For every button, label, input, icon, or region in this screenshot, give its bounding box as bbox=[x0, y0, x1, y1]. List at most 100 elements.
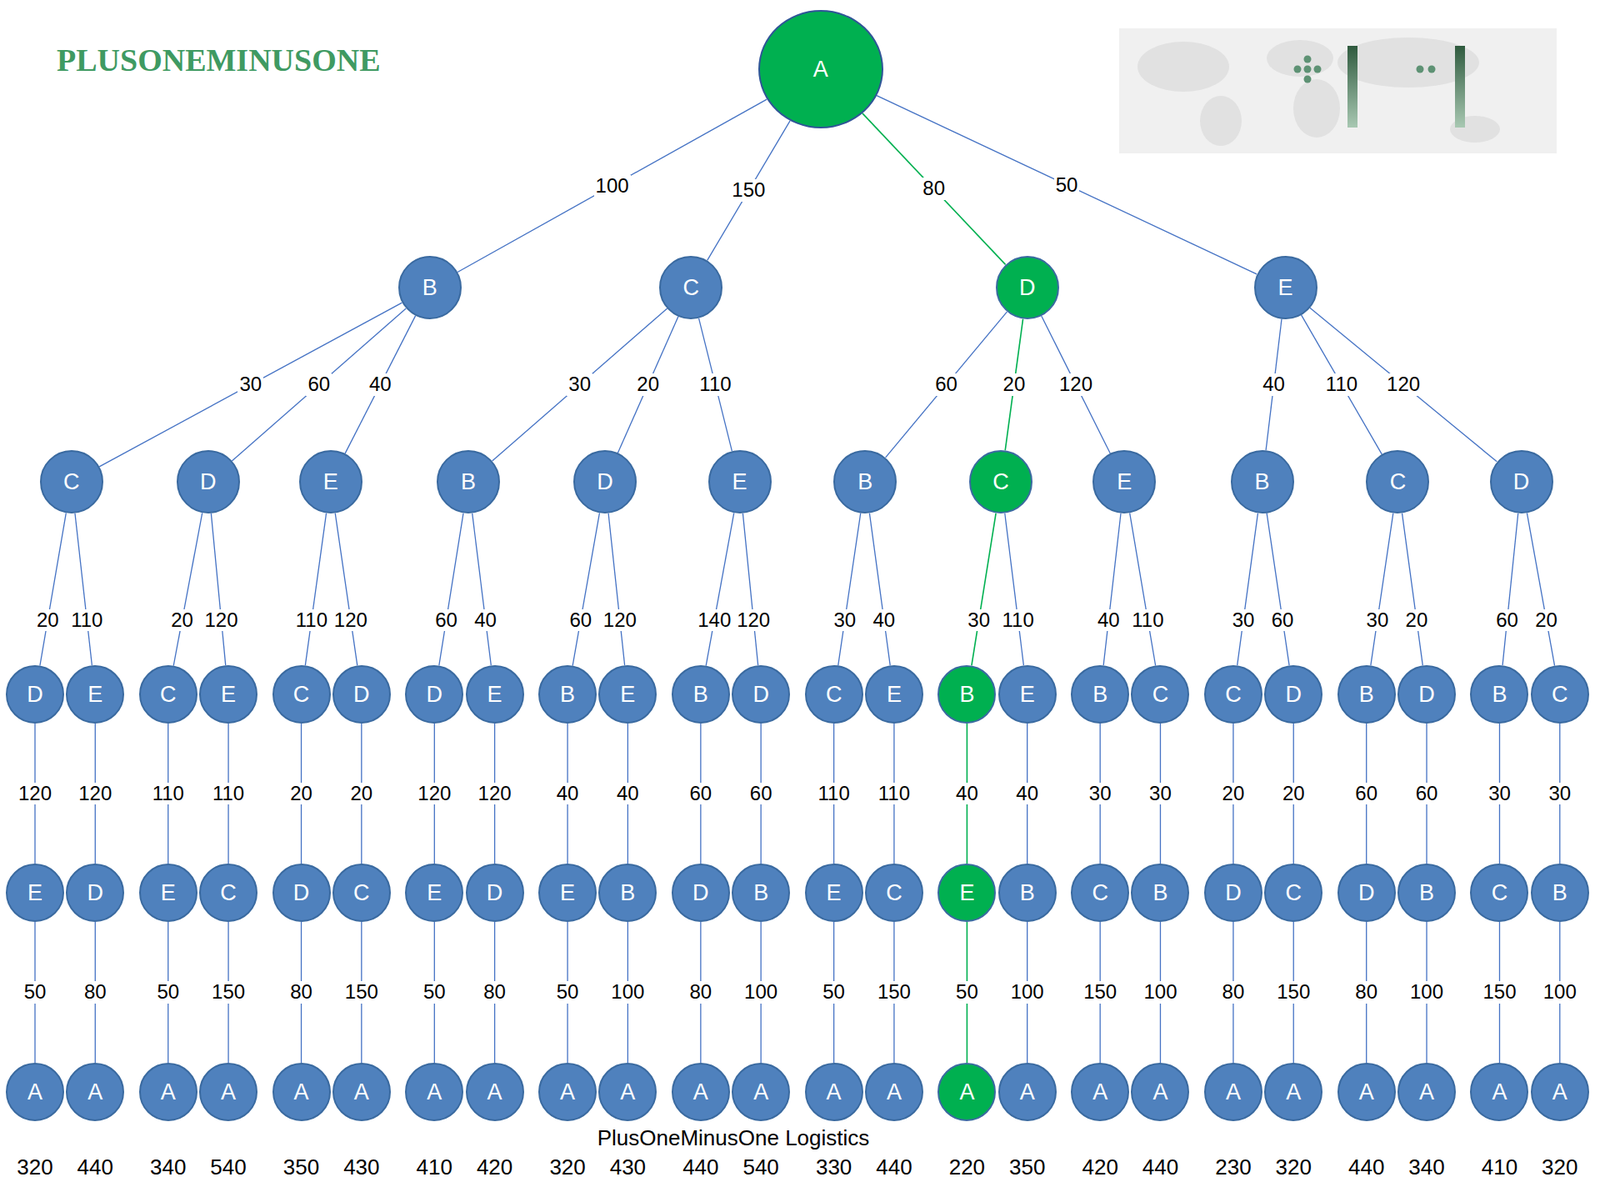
route-cost: 420 bbox=[475, 1155, 515, 1180]
edge-weight: 60 bbox=[1414, 782, 1440, 805]
city-letter: D bbox=[1225, 881, 1242, 905]
edge-weight: 40 bbox=[954, 782, 980, 805]
city-node: A bbox=[671, 1062, 730, 1121]
city-node: E bbox=[598, 665, 657, 724]
route-edge bbox=[1237, 513, 1259, 666]
edge-weight: 30 bbox=[1546, 782, 1573, 805]
city-letter: E bbox=[620, 683, 635, 706]
city-letter: E bbox=[426, 881, 442, 905]
edge-weight: 60 bbox=[1494, 609, 1520, 631]
city-node: A bbox=[1530, 1062, 1590, 1121]
route-edge bbox=[1401, 513, 1423, 666]
city-node: D bbox=[1337, 863, 1396, 922]
city-letter: A bbox=[1359, 1080, 1375, 1104]
city-letter: A bbox=[1491, 1080, 1507, 1104]
city-node: B bbox=[937, 665, 996, 724]
city-letter: D bbox=[486, 881, 504, 905]
edge-weight: 110 bbox=[69, 609, 105, 631]
edge-weight: 60 bbox=[567, 609, 594, 631]
route-edge bbox=[99, 302, 402, 467]
route-edge bbox=[608, 513, 625, 665]
city-node: B bbox=[671, 665, 730, 724]
city-node: C bbox=[1264, 863, 1323, 922]
route-edge bbox=[492, 308, 668, 461]
route-cost: 320 bbox=[1540, 1155, 1580, 1180]
city-letter: A bbox=[1092, 1080, 1108, 1104]
edge-weight: 120 bbox=[735, 609, 772, 631]
edge-weight: 30 bbox=[1147, 782, 1174, 805]
city-node: A bbox=[1130, 1062, 1190, 1121]
city-letter: B bbox=[1552, 881, 1568, 905]
edge-weight: 20 bbox=[1220, 782, 1247, 805]
city-node: D bbox=[176, 450, 240, 514]
edge-weight: 40 bbox=[555, 782, 581, 805]
dots-icon bbox=[1294, 55, 1436, 84]
map-backdrop bbox=[1119, 28, 1557, 154]
edge-weight: 60 bbox=[433, 609, 460, 631]
edge-weight: 100 bbox=[1408, 980, 1445, 1003]
city-letter: A bbox=[487, 1080, 503, 1104]
route-edge bbox=[1310, 307, 1497, 462]
city-node: B bbox=[998, 863, 1057, 922]
city-node: B bbox=[398, 255, 462, 320]
city-node: A bbox=[199, 1062, 258, 1121]
route-cost: 440 bbox=[1346, 1155, 1386, 1180]
city-letter: C bbox=[353, 881, 370, 905]
route-edge bbox=[210, 513, 225, 665]
edge-weight: 100 bbox=[1541, 980, 1579, 1003]
city-letter: D bbox=[1019, 276, 1036, 300]
edge-weight: 150 bbox=[875, 980, 913, 1003]
city-letter: A bbox=[294, 1080, 310, 1104]
city-node: A bbox=[1337, 1062, 1396, 1121]
city-letter: E bbox=[886, 683, 902, 706]
city-node: C bbox=[1530, 665, 1590, 724]
city-node: D bbox=[573, 450, 637, 514]
city-node: C bbox=[659, 255, 723, 320]
route-cost: 440 bbox=[680, 1155, 720, 1180]
city-node: B bbox=[436, 450, 500, 514]
bar-icon bbox=[1455, 45, 1465, 128]
city-letter: D bbox=[1285, 683, 1302, 706]
edge-weight: 20 bbox=[169, 609, 195, 631]
route-edge bbox=[1103, 513, 1121, 665]
city-node: C bbox=[1130, 665, 1190, 724]
edge-weight: 100 bbox=[742, 980, 780, 1003]
edge-weight: 30 bbox=[566, 373, 593, 395]
city-node: D bbox=[5, 665, 65, 724]
city-node: B bbox=[1230, 450, 1295, 514]
city-letter: B bbox=[560, 683, 575, 706]
city-letter: D bbox=[1358, 881, 1375, 905]
route-cost: 540 bbox=[208, 1155, 248, 1180]
edge-weight: 120 bbox=[332, 609, 370, 631]
city-letter: E bbox=[160, 881, 176, 905]
city-letter: E bbox=[560, 881, 575, 905]
edge-weight: 120 bbox=[415, 782, 453, 805]
edge-weight: 20 bbox=[1001, 373, 1028, 395]
city-letter: D bbox=[87, 881, 105, 905]
edge-weight: 60 bbox=[748, 782, 775, 805]
edge-weight: 20 bbox=[1404, 609, 1430, 631]
city-letter: C bbox=[293, 683, 310, 706]
city-letter: A bbox=[1552, 1080, 1568, 1104]
route-edge bbox=[439, 513, 464, 666]
city-letter: B bbox=[753, 881, 769, 905]
city-node: A bbox=[332, 1062, 391, 1121]
edge-weight: 50 bbox=[555, 980, 581, 1003]
route-cost: 540 bbox=[740, 1155, 780, 1180]
city-letter: E bbox=[1116, 470, 1132, 494]
edge-weight: 20 bbox=[1280, 782, 1307, 805]
city-letter: C bbox=[885, 881, 903, 905]
city-node: D bbox=[1490, 450, 1554, 514]
edge-weight: 120 bbox=[203, 609, 240, 631]
route-cost: 420 bbox=[1080, 1155, 1120, 1180]
edge-weight: 60 bbox=[305, 373, 332, 395]
city-letter: D bbox=[353, 683, 370, 706]
route-edge bbox=[305, 513, 326, 666]
city-letter: C bbox=[1225, 683, 1242, 706]
city-letter: C bbox=[683, 276, 700, 300]
city-node: E bbox=[199, 665, 258, 724]
route-cost: 230 bbox=[1213, 1155, 1253, 1180]
route-cost: 320 bbox=[547, 1155, 587, 1180]
edge-weight: 140 bbox=[695, 609, 733, 631]
